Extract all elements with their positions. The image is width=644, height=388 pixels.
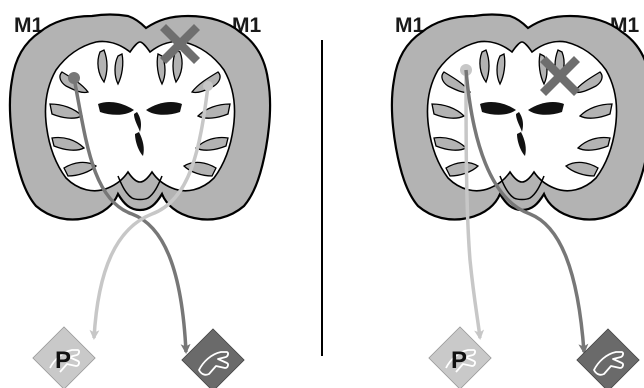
left-paretic-label: P: [55, 347, 71, 374]
left-panel: P: [10, 15, 270, 388]
paretic-hand-icon: P: [429, 327, 491, 388]
left-brain-section: [10, 15, 270, 220]
right-panel: P: [392, 15, 644, 388]
right-paretic-label: P: [451, 347, 467, 374]
hand-icon: [182, 329, 244, 388]
paretic-hand-icon: P: [33, 327, 95, 388]
right-brain-section: [392, 15, 644, 220]
hand-icon: [577, 329, 639, 388]
